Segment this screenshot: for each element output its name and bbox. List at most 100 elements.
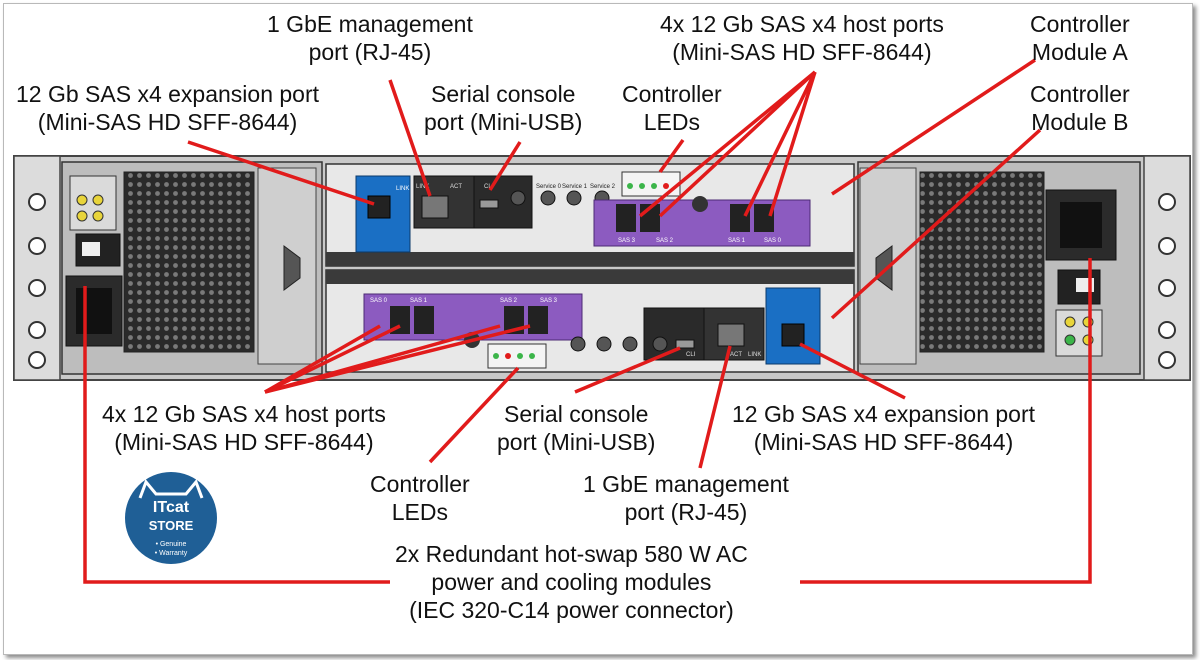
- service-2-label: Service 2: [590, 184, 616, 190]
- led: [505, 353, 511, 359]
- arrow-host-b-4: [264, 324, 531, 394]
- service-port-2-b: [570, 336, 586, 352]
- arrow-mgmt-a: [388, 79, 432, 197]
- arrow-ctrl-a: [831, 58, 1036, 196]
- callout-lines: [83, 58, 1092, 584]
- arrow-serial-a: [488, 141, 522, 191]
- rack-hole: [1158, 351, 1176, 369]
- controller-latch-a: [326, 252, 854, 266]
- psu-status-panel: [69, 175, 117, 231]
- sas-port-0-a: [754, 204, 774, 232]
- callout-line: (Mini-SAS HD SFF-8644): [37, 109, 298, 135]
- rj45-port-b: [717, 323, 745, 347]
- logo-line2: STORE: [149, 518, 194, 533]
- cli-jack-a: [510, 190, 526, 206]
- arrow-host-a-1: [638, 70, 817, 218]
- link-label: LINK: [748, 352, 761, 358]
- callout-serial-top: Serial console port (Mini-USB): [424, 80, 582, 136]
- callout-line: LEDs: [643, 109, 700, 135]
- controller-latch-b: [326, 270, 854, 284]
- callout-line: port (Mini-USB): [424, 109, 583, 135]
- rack-hole: [28, 351, 46, 369]
- psu-status-panel: [1055, 309, 1103, 357]
- sas-3-label: SAS 3: [540, 298, 558, 304]
- rack-hole: [1158, 279, 1176, 297]
- callout-line: Module A: [1031, 39, 1128, 65]
- callout-controller-a: Controller Module A: [1030, 10, 1130, 66]
- rj45-port-a: [421, 195, 449, 219]
- sas-2-label: SAS 2: [656, 238, 674, 244]
- cat-ears-icon: [138, 479, 204, 499]
- rack-hole: [1158, 321, 1176, 339]
- link-label: LINK: [396, 186, 409, 192]
- rack-hole: [28, 237, 46, 255]
- callout-line: port (RJ-45): [624, 499, 748, 525]
- callout-serial-bottom: Serial console port (Mini-USB): [497, 400, 655, 456]
- cli-jack-b: [652, 336, 668, 352]
- arrow-host-a-4: [768, 71, 817, 217]
- psu-left: [61, 161, 323, 375]
- left-rack-ear: [13, 155, 61, 381]
- sas-port-1-a: [730, 204, 750, 232]
- arrow-host-b-2: [264, 324, 401, 394]
- psu-led: [92, 194, 104, 206]
- callout-expansion-top: 12 Gb SAS x4 expansion port (Mini-SAS HD…: [16, 80, 319, 136]
- callout-host-bottom: 4x 12 Gb SAS x4 host ports (Mini-SAS HD …: [102, 400, 386, 456]
- cli-label: CLI: [686, 352, 696, 358]
- led: [517, 353, 523, 359]
- sas-1-label: SAS 1: [410, 298, 428, 304]
- logo-line4: • Warranty: [155, 550, 188, 557]
- callout-line: 2x Redundant hot-swap 580 W AC: [395, 541, 748, 567]
- mini-usb-port-a: [479, 199, 499, 209]
- fan-grille-left: [123, 171, 255, 353]
- sas-0-label: SAS 0: [764, 238, 782, 244]
- sas-port-3-b: [528, 306, 548, 334]
- psu-led: [1064, 334, 1076, 346]
- arrow-leds-a: [658, 138, 685, 174]
- callout-leds-top: Controller LEDs: [622, 80, 722, 136]
- rack-hole: [1158, 193, 1176, 211]
- callout-line: (Mini-SAS HD SFF-8644): [114, 429, 374, 455]
- arrow-psu-left: [83, 286, 390, 584]
- led: [639, 183, 645, 189]
- callout-controller-b: Controller Module B: [1030, 80, 1130, 136]
- callout-line: Controller: [622, 81, 722, 107]
- sas-1-label: SAS 1: [728, 238, 746, 244]
- callout-line: Controller: [1030, 81, 1130, 107]
- fan-grille-right: [919, 171, 1045, 353]
- callout-mgmt-top: 1 GbE management port (RJ-45): [267, 10, 473, 66]
- led: [627, 183, 633, 189]
- service-port-0-b: [622, 336, 638, 352]
- psu-led: [92, 210, 104, 222]
- callout-line: Module B: [1031, 109, 1129, 135]
- service-port-1-b: [596, 336, 612, 352]
- logo-line1: ITcat: [153, 499, 190, 516]
- arrow-host-a-2: [658, 70, 817, 218]
- sas-2-label: SAS 2: [500, 298, 518, 304]
- act-label: ACT: [730, 352, 742, 358]
- service-0-label: Service 0: [536, 184, 562, 190]
- callout-line: Serial console: [504, 401, 649, 427]
- arrow-exp-b: [799, 342, 906, 400]
- arrow-mgmt-b: [698, 345, 732, 469]
- arrow-psu-right: [800, 258, 1092, 584]
- led: [663, 183, 669, 189]
- service-port-1-a: [566, 190, 582, 206]
- service-port-0-a: [540, 190, 556, 206]
- service-1-label: Service 1: [562, 184, 588, 190]
- led: [493, 353, 499, 359]
- callout-host-top: 4x 12 Gb SAS x4 host ports (Mini-SAS HD …: [660, 10, 944, 66]
- callout-power-modules: 2x Redundant hot-swap 580 W AC power and…: [395, 540, 748, 624]
- controller-module-a: LINK LINK ACT CLI Service 0 Service 1 Se…: [325, 163, 855, 267]
- callout-line: (Mini-SAS HD SFF-8644): [672, 39, 932, 65]
- callout-line: port (Mini-USB): [497, 429, 656, 455]
- logo-badge: [125, 472, 217, 564]
- logo-line3: • Genuine: [156, 541, 187, 548]
- expansion-port-b: [781, 323, 805, 347]
- callout-line: 4x 12 Gb SAS x4 host ports: [660, 11, 944, 37]
- arrow-ctrl-b: [830, 128, 1042, 320]
- callout-line: 4x 12 Gb SAS x4 host ports: [102, 401, 386, 427]
- callout-line: Controller: [370, 471, 470, 497]
